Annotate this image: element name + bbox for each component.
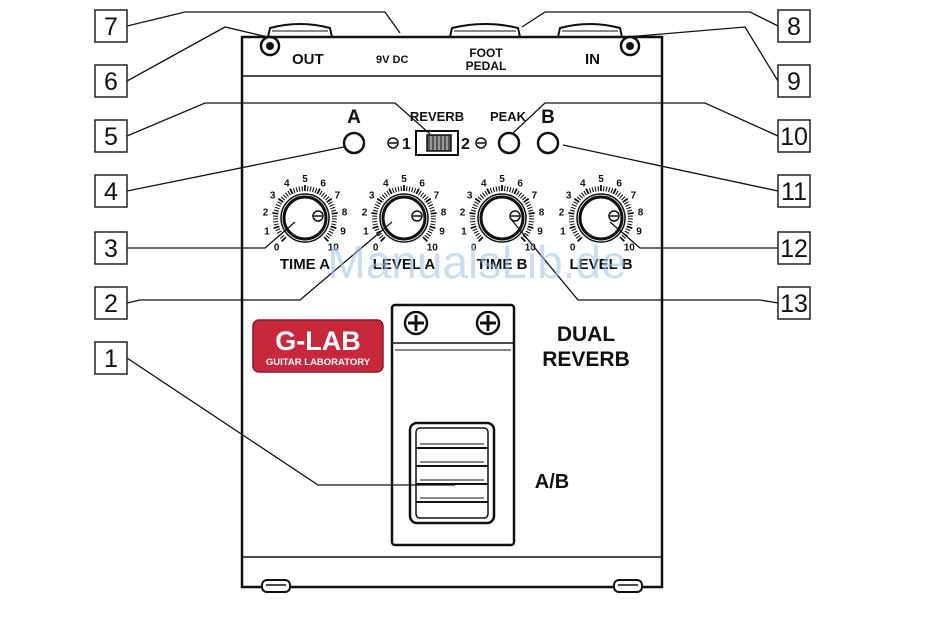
knob-label: TIME A <box>280 256 330 273</box>
foot-bottom-left <box>262 580 290 592</box>
out-label: OUT <box>292 51 324 68</box>
knob-scale-number: 8 <box>441 208 447 219</box>
knob-scale-number: 4 <box>284 178 290 189</box>
callout-number: 6 <box>104 68 118 96</box>
foot-pedal-label-2: PEDAL <box>466 59 507 73</box>
switch-pos-1: 1 <box>402 136 411 153</box>
power-label: 9V DC <box>376 54 408 66</box>
footswitch-pad[interactable] <box>410 423 494 523</box>
knob-scale-number: 4 <box>580 178 586 189</box>
callout-11: 11 <box>778 175 810 207</box>
callout-6: 6 <box>95 65 127 97</box>
in-label: IN <box>585 51 600 68</box>
callout-number: 3 <box>104 235 118 263</box>
callout-13: 13 <box>778 287 810 319</box>
knob-scale-number: 8 <box>638 208 644 219</box>
knob-scale-number: 8 <box>342 208 348 219</box>
watermark: ManualsLib.de <box>327 236 626 288</box>
knob-scale-number: 6 <box>320 178 326 189</box>
knob-scale-number: 2 <box>263 208 269 219</box>
peak-led <box>499 133 519 153</box>
knob-scale-number: 5 <box>499 174 505 185</box>
knob-scale-number: 2 <box>362 208 368 219</box>
knob-scale-number: 3 <box>369 190 375 201</box>
footswitch-label: A/B <box>535 471 569 493</box>
callout-leader-7 <box>127 12 400 33</box>
model-name-line-2: REVERB <box>542 348 630 371</box>
reverb-mode-switch[interactable] <box>416 131 458 155</box>
callout-number: 5 <box>104 123 118 151</box>
callout-leader-8 <box>522 12 778 27</box>
knob-scale-number: 0 <box>274 242 280 253</box>
logo-text: G-LAB <box>275 326 360 356</box>
callout-number: 2 <box>104 290 118 318</box>
foot-bottom-right <box>614 580 642 592</box>
knob-scale-number: 8 <box>539 208 545 219</box>
footswitch-screw-left <box>405 312 427 334</box>
callout-5: 5 <box>95 120 127 152</box>
knob-scale-number: 4 <box>481 178 487 189</box>
led-a-label: A <box>347 107 361 128</box>
knob-scale-number: 1 <box>264 226 270 237</box>
logo-subtext: GUITAR LABORATORY <box>266 357 371 368</box>
callout-10: 10 <box>778 120 810 152</box>
model-name-line-1: DUAL <box>557 323 615 346</box>
callout-number: 11 <box>781 178 807 206</box>
callout-12: 12 <box>778 232 810 264</box>
led-a <box>344 133 364 153</box>
callout-7: 7 <box>95 10 127 42</box>
callout-number: 12 <box>780 235 808 263</box>
led-b-label: B <box>541 107 555 128</box>
callout-number: 4 <box>104 178 118 206</box>
knob-scale-number: 6 <box>517 178 523 189</box>
knob-scale-number: 6 <box>419 178 425 189</box>
callout-number: 8 <box>787 13 801 41</box>
knob-scale-number: 5 <box>401 174 407 185</box>
callout-1: 1 <box>95 342 127 374</box>
knob-scale-number: 9 <box>636 226 642 237</box>
knob-scale-number: 5 <box>598 174 604 185</box>
callout-8: 8 <box>778 10 810 42</box>
callout-number: 13 <box>780 290 808 318</box>
knob-scale-number: 5 <box>302 174 308 185</box>
callout-4: 4 <box>95 175 127 207</box>
callout-number: 7 <box>104 13 118 41</box>
knob-scale-number: 2 <box>559 208 565 219</box>
reverb-switch-title: REVERB <box>410 109 464 124</box>
knob-scale-number: 7 <box>631 190 637 201</box>
knob-scale-number: 2 <box>460 208 466 219</box>
callout-number: 10 <box>780 123 808 151</box>
knob-scale-number: 7 <box>434 190 440 201</box>
glab-logo: G-LAB GUITAR LABORATORY <box>253 320 383 372</box>
callout-number: 1 <box>104 345 118 373</box>
peak-led-label: PEAK <box>490 109 527 124</box>
foot-pedal-label-1: FOOT <box>469 46 503 60</box>
knob-scale-number: 7 <box>335 190 341 201</box>
screw-top-right <box>621 37 639 55</box>
footswitch-screw-right <box>477 312 499 334</box>
knob-scale-number: 3 <box>270 190 276 201</box>
callout-2: 2 <box>95 287 127 319</box>
led-b <box>538 133 558 153</box>
ab-footswitch[interactable] <box>392 305 514 545</box>
knob-scale-number: 6 <box>616 178 622 189</box>
knob-scale-number: 7 <box>532 190 538 201</box>
knob-scale-number: 3 <box>467 190 473 201</box>
knob-scale-number: 3 <box>566 190 572 201</box>
knob-scale-number: 4 <box>383 178 389 189</box>
switch-pos-2: 2 <box>461 136 470 153</box>
callout-9: 9 <box>778 65 810 97</box>
callout-number: 9 <box>787 68 801 96</box>
top-jacks <box>268 24 622 37</box>
callout-3: 3 <box>95 232 127 264</box>
screw-top-left <box>261 37 279 55</box>
